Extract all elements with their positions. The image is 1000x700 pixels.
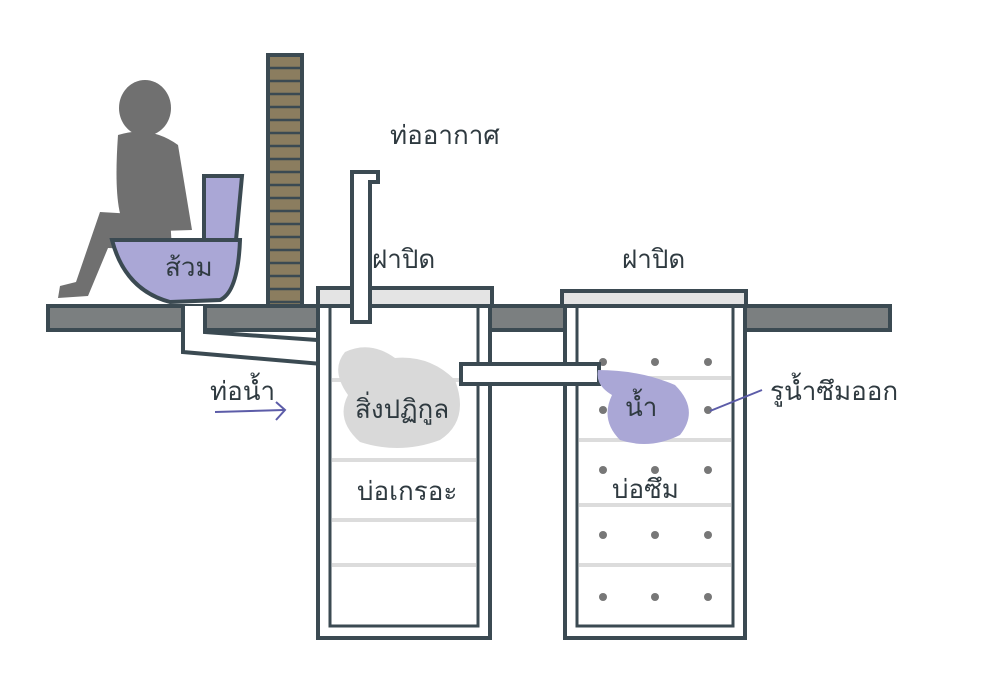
seepage-hole — [599, 593, 607, 601]
seepage-hole — [651, 531, 659, 539]
label-seepage-holes: รูน้ำซึมออก — [770, 372, 898, 407]
connecting-pipe — [459, 362, 601, 386]
toilet-bowl — [109, 174, 245, 305]
septic-tank — [316, 286, 494, 640]
label-lid-1: ฝาปิด — [372, 245, 435, 275]
label-lid-2: ฝาปิด — [622, 245, 685, 275]
brick-wall — [266, 53, 304, 309]
seepage-hole — [651, 593, 659, 601]
septic-tank-lid — [316, 286, 494, 308]
seepage-hole — [651, 466, 659, 474]
leaching-pit — [560, 289, 748, 640]
person-silhouette — [58, 80, 192, 298]
flow-arrow-icon — [214, 401, 287, 421]
seepage-hole — [599, 406, 607, 414]
seepage-hole — [704, 406, 712, 414]
seepage-hole — [651, 358, 659, 366]
seepage-hole — [599, 466, 607, 474]
label-water-pipe: ท่อน้ำ — [210, 372, 275, 407]
label-waste: สิ่งปฏิกูล — [355, 391, 449, 425]
label-septic-pit: บ่อเกรอะ — [357, 477, 457, 507]
seepage-hole — [599, 531, 607, 539]
seepage-hole — [704, 531, 712, 539]
label-air-pipe: ท่ออากาศ — [390, 121, 500, 151]
seepage-leader-line — [709, 389, 763, 412]
seepage-hole — [704, 466, 712, 474]
air-pipe — [350, 170, 380, 324]
waste-blob — [338, 347, 460, 449]
seepage-hole — [704, 358, 712, 366]
seepage-hole — [704, 593, 712, 601]
leaching-pit-lid — [560, 289, 748, 308]
water-blob — [597, 370, 689, 444]
label-toilet: ส้วม — [165, 253, 213, 283]
label-water: น้ำ — [625, 388, 657, 423]
label-leaching-pit: บ่อซึม — [612, 475, 679, 505]
